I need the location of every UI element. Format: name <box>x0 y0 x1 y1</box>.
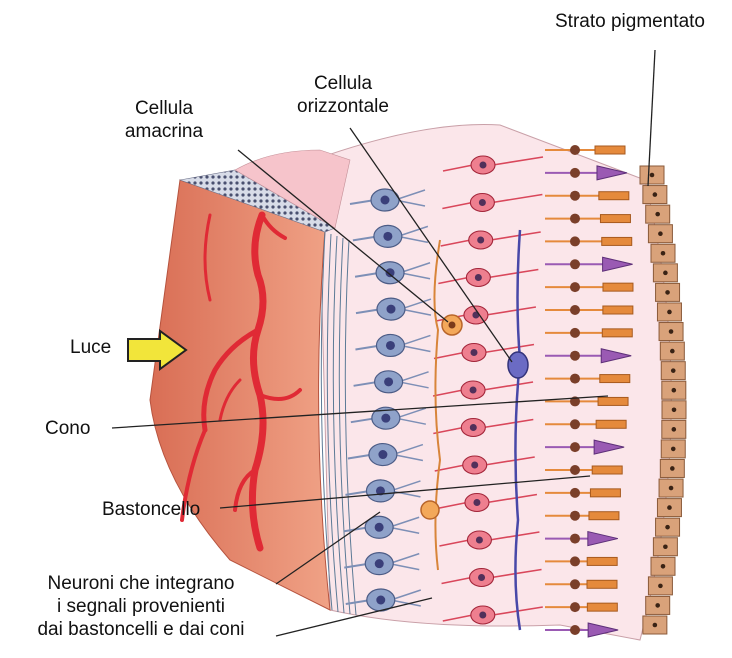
rod-outer-segment <box>590 489 620 497</box>
rod-outer-segment <box>602 329 632 337</box>
pigment-nucleus <box>672 388 677 393</box>
label-line: amacrina <box>114 120 214 143</box>
label-bastoncello: Bastoncello <box>102 498 200 521</box>
cone-nucleus <box>570 534 580 544</box>
pigment-nucleus <box>653 623 658 628</box>
pigment-nucleus <box>663 544 668 549</box>
rod-nucleus <box>570 579 580 589</box>
rod-nucleus <box>570 236 580 246</box>
pigment-nucleus <box>672 427 677 432</box>
pigment-nucleus <box>669 329 674 334</box>
rod-nucleus <box>570 145 580 155</box>
pigment-nucleus <box>665 525 670 530</box>
ganglion-nucleus <box>383 232 392 241</box>
ganglion-nucleus <box>386 305 395 314</box>
ganglion-nucleus <box>375 523 384 532</box>
label-cellula-orizzontale: Cellula orizzontale <box>287 72 399 118</box>
rod-outer-segment <box>598 397 628 405</box>
nerve-fiber-layer-face <box>150 180 330 610</box>
label-cellula-amacrina: Cellula amacrina <box>114 97 214 143</box>
cone-nucleus <box>570 259 580 269</box>
label-strato-pigmentato: Strato pigmentato <box>555 10 705 33</box>
rod-nucleus <box>570 374 580 384</box>
bipolar-nucleus <box>470 349 477 356</box>
pigment-nucleus <box>670 349 675 354</box>
label-luce: Luce <box>70 336 111 359</box>
ganglion-nucleus <box>381 196 390 205</box>
bipolar-nucleus <box>470 387 477 394</box>
rod-outer-segment <box>592 466 622 474</box>
rod-nucleus <box>570 214 580 224</box>
pigment-nucleus <box>669 486 674 491</box>
label-cono: Cono <box>45 417 90 440</box>
pigment-nucleus <box>665 290 670 295</box>
bipolar-nucleus <box>477 237 484 244</box>
rod-outer-segment <box>589 512 619 520</box>
bipolar-nucleus <box>480 162 487 169</box>
bipolar-nucleus <box>475 274 482 281</box>
pigment-nucleus <box>655 603 660 608</box>
pigment-nucleus <box>667 505 672 510</box>
rod-outer-segment <box>596 420 626 428</box>
cone-nucleus <box>570 442 580 452</box>
pigment-nucleus <box>667 310 672 315</box>
rod-nucleus <box>570 328 580 338</box>
label-line: i segnali provenienti <box>10 595 272 618</box>
ganglion-nucleus <box>386 341 395 350</box>
label-line: Neuroni che integrano <box>10 572 272 595</box>
ganglion-nucleus <box>378 450 387 459</box>
bipolar-nucleus <box>479 199 486 206</box>
rod-nucleus <box>570 602 580 612</box>
pigment-nucleus <box>672 407 677 412</box>
pigment-nucleus <box>650 173 655 178</box>
rod-outer-segment <box>587 603 617 611</box>
cone-nucleus <box>570 625 580 635</box>
ganglion-nucleus <box>375 559 384 568</box>
pigment-nucleus <box>671 368 676 373</box>
rod-outer-segment <box>599 192 629 200</box>
pigment-nucleus <box>653 192 658 197</box>
label-line: Cellula <box>287 72 399 95</box>
rod-outer-segment <box>603 283 633 291</box>
pigment-nucleus <box>670 466 675 471</box>
bipolar-nucleus <box>470 424 477 431</box>
cone-nucleus <box>570 168 580 178</box>
pigment-nucleus <box>661 251 666 256</box>
rod-outer-segment <box>600 375 630 383</box>
rod-nucleus <box>570 419 580 429</box>
rod-outer-segment <box>600 215 630 223</box>
rod-nucleus <box>570 282 580 292</box>
rod-outer-segment <box>587 557 617 565</box>
rod-nucleus <box>570 556 580 566</box>
rod-nucleus <box>570 488 580 498</box>
cone-nucleus <box>570 351 580 361</box>
rod-nucleus <box>570 465 580 475</box>
ganglion-nucleus <box>381 414 390 423</box>
rod-nucleus <box>570 191 580 201</box>
rod-nucleus <box>570 511 580 521</box>
label-line: Cellula <box>114 97 214 120</box>
pigment-nucleus <box>663 271 668 276</box>
pigment-nucleus <box>658 584 663 589</box>
ganglion-nucleus <box>376 596 385 605</box>
rod-outer-segment <box>587 580 617 588</box>
pigment-nucleus <box>671 447 676 452</box>
label-neuroni: Neuroni che integrano i segnali provenie… <box>10 572 272 641</box>
bipolar-nucleus <box>476 537 483 544</box>
label-line: orizzontale <box>287 95 399 118</box>
rod-outer-segment <box>602 237 632 245</box>
pigment-nucleus <box>655 212 660 217</box>
rod-outer-segment <box>603 306 633 314</box>
bipolar-nucleus <box>478 574 485 581</box>
label-line: dai bastoncelli e dai coni <box>10 618 272 641</box>
pigment-nucleus <box>661 564 666 569</box>
rod-outer-segment <box>595 146 625 154</box>
bipolar-nucleus <box>471 462 478 469</box>
rod-nucleus <box>570 305 580 315</box>
bipolar-nucleus <box>479 612 486 619</box>
ganglion-nucleus <box>384 377 393 386</box>
bipolar-nucleus <box>473 499 480 506</box>
pigment-nucleus <box>658 231 663 236</box>
